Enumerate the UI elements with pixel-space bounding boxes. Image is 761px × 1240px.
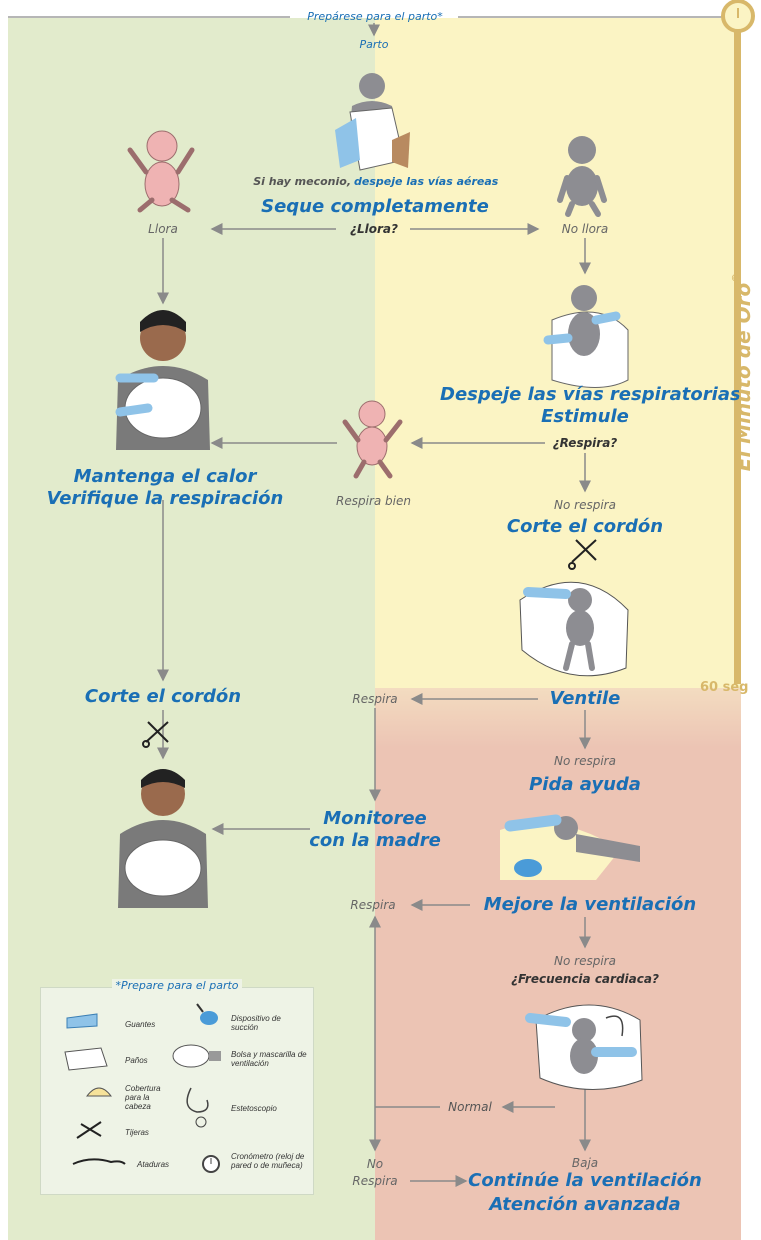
clear-airway-label: Despeje las vías respiratorias (440, 384, 741, 405)
head-cover-icon (85, 1087, 113, 1097)
cries-label: Llora (148, 222, 178, 236)
cut-cord-left-label: Corte el cordón (84, 686, 242, 707)
no-breath-label-2: No respira (554, 754, 616, 768)
scissors-icon (568, 539, 597, 570)
no-label: No (366, 1157, 384, 1171)
check-breathing-label: Verifique la respiración (46, 488, 284, 509)
legend-icons (64, 1003, 221, 1173)
with-mother-label: con la madre (309, 830, 441, 851)
preparation-legend: *Prepare para el parto Guantes Dispositi… (40, 979, 314, 1195)
not-crying-baby-illustration (557, 136, 607, 217)
mother-monitoring-illustration (118, 769, 208, 908)
scissors-icon (142, 721, 169, 748)
ventilation-baby-illustration (519, 581, 629, 677)
no-cry-label: No llora (561, 222, 609, 236)
normal-label: Normal (448, 1100, 492, 1114)
legend-label-gloves: Guantes (125, 1020, 156, 1029)
cloths-icon (64, 1047, 108, 1071)
monitor-label: Monitoree (323, 808, 427, 829)
timer-bar (734, 28, 741, 684)
advanced-care-label: Atención avanzada (489, 1194, 681, 1215)
sixty-seconds-label: 60 seg (700, 680, 749, 695)
legend-label-ties: Ataduras (137, 1160, 170, 1169)
dry-completely-label: Seque completamente (261, 196, 489, 217)
breathes-well-label: Respira bien (336, 494, 411, 508)
legend-label-stopwatch: Cronómetro (reloj de pared o de muñeca) (231, 1152, 305, 1170)
suction-bulb-icon (196, 1003, 218, 1025)
keep-warm-label: Mantenga el calor (73, 466, 257, 487)
birth-label: Parto (359, 38, 389, 51)
breathes-label-1: Respira (352, 692, 398, 706)
improve-ventilation-label: Mejore la ventilación (483, 894, 697, 915)
legend-title: *Prepare para el parto (41, 979, 313, 992)
crying-baby-illustration (127, 130, 195, 213)
breathes-label-3: Respira (352, 1174, 398, 1188)
no-breath-label-1: No respira (554, 498, 616, 512)
mother-skin-to-skin-illustration (115, 310, 210, 450)
gloves-icon (66, 1013, 98, 1029)
legend-label-cloths: Paños (125, 1056, 148, 1065)
meconium-action: despeje las vías aéreas (354, 175, 499, 188)
low-label: Baja (571, 1156, 599, 1170)
stimulate-label: Estimule (541, 406, 629, 427)
stethoscope-icon (186, 1087, 209, 1128)
baby-drying-illustration (335, 73, 410, 171)
continue-ventilation-label: Continúe la ventilación (468, 1170, 702, 1191)
help-ventilation-illustration (500, 814, 640, 880)
bag-mask-icon (172, 1044, 221, 1068)
prepare-label: Prepárese para el parto* (307, 10, 443, 23)
legend-label-suction: Dispositivo de succión (231, 1014, 281, 1032)
scissors-icon (76, 1121, 102, 1139)
stimulate-baby-illustration (543, 285, 629, 388)
legend-label-scissors: Tijeras (125, 1128, 149, 1137)
heart-rate-question: ¿Frecuencia cardiaca? (511, 972, 659, 986)
pink-region (375, 688, 741, 1240)
call-help-label: Pida ayuda (529, 774, 641, 795)
legend-label-head-cover: Cobertura para la cabeza (125, 1084, 161, 1111)
registered-mark: ® (731, 272, 742, 283)
no-breath-label-3: No respira (554, 954, 616, 968)
stopwatch-icon (202, 1155, 220, 1173)
golden-minute-text: El Minuto de Oro (731, 282, 755, 472)
legend-label-bag-mask: Bolsa y mascarilla de ventilación (231, 1050, 307, 1068)
meconium-prefix: Si hay meconio, (253, 175, 351, 188)
ventilate-label: Ventile (549, 688, 621, 709)
golden-minute-title: El Minuto de Oro® (731, 252, 755, 492)
cries-question: ¿Llora? (350, 222, 398, 236)
breathes-question: ¿Respira? (552, 436, 618, 450)
heart-rate-check-illustration (525, 1004, 643, 1091)
ties-icon (72, 1158, 126, 1165)
breathing-baby-illustration (342, 400, 403, 479)
breathes-label-2: Respira (350, 898, 396, 912)
legend-label-stethoscope: Estetoscopio (231, 1104, 277, 1113)
cut-cord-right-label: Corte el cordón (506, 516, 664, 537)
